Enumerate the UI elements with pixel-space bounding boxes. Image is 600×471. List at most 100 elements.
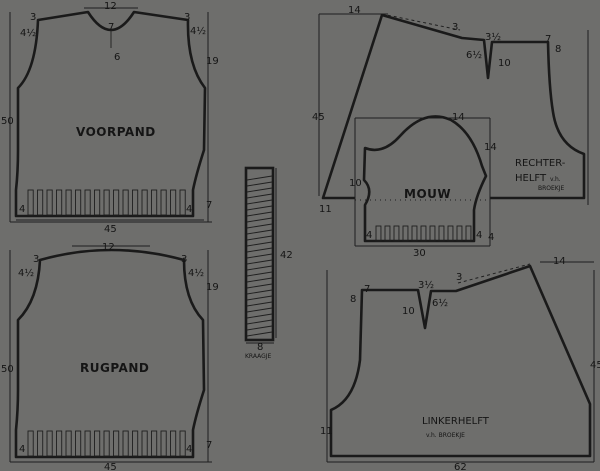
front-rib-stitch [27, 189, 34, 216]
right-half-dash-line [381, 13, 461, 31]
left-half-piece: 14 45 11 3 3½ 6½ 10 7 8 LINKERHELFT v.h.… [320, 256, 600, 471]
left-half-dart-depth: 10 [402, 306, 415, 317]
sleeve-dimension-frame [354, 117, 491, 247]
left-half-side-label: 45 [590, 360, 600, 371]
collar-hatch-line [246, 283, 273, 289]
collar-width-label: 8 [257, 342, 263, 353]
collar-hatch-line [246, 253, 273, 259]
left-half-dart-a: 3 [456, 272, 462, 283]
right-half-dart-depth: 10 [498, 58, 511, 69]
sleeve-rib-stitch [456, 225, 463, 242]
collar-outline [244, 166, 275, 342]
right-half-dart-c: 6½ [466, 49, 482, 61]
right-half-title-line1: RECHTER- [515, 158, 566, 169]
sleeve-title: MOUW [404, 187, 451, 201]
back-piece: 12 3 4½ 3 4½ 19 50 RUGPAND 4 4 7 45 [1, 242, 219, 471]
back-shoulder-drop-left: 3 [33, 254, 39, 265]
left-half-subtitle: v.h. BROEKJE [426, 432, 465, 439]
collar-hatch-line [246, 265, 273, 271]
sleeve-rib-height: 4 [488, 232, 494, 243]
back-ribbing [27, 430, 186, 457]
back-rib-stitch [37, 430, 44, 457]
sleeve-rib-stitch [438, 225, 445, 242]
back-neck-label: 12 [102, 242, 115, 253]
back-shoulder-len-left: 4½ [18, 267, 34, 279]
right-half-dimension-lines [318, 13, 589, 205]
front-title: VOORPAND [76, 125, 156, 139]
left-half-top-label: 14 [553, 256, 566, 267]
back-outline [14, 248, 206, 459]
right-half-edge-a: 7 [545, 34, 551, 45]
front-rib-stitch [141, 189, 148, 216]
front-neck-label: 12 [104, 1, 117, 12]
front-armhole-label: 19 [206, 56, 219, 67]
back-rib-stitch [56, 430, 63, 457]
collar-hatch-line [246, 175, 273, 181]
front-neck-depth-label: 7 [108, 22, 114, 33]
collar-hatch-line [246, 181, 273, 187]
front-rib-stitch [56, 189, 63, 216]
front-slit-label: 6 [114, 52, 120, 63]
collar-piece: 42 8 KRAAGJE [244, 166, 293, 360]
back-dimension-lines [9, 250, 212, 463]
left-half-edge-a: 7 [364, 284, 370, 295]
sleeve-cap-top-label: 14 [452, 112, 465, 123]
collar-hatch-line [246, 325, 273, 331]
back-rib-stitch [179, 430, 186, 457]
right-half-dart-b: 3½ [485, 31, 501, 43]
collar-hatch-line [246, 241, 273, 247]
sleeve-rib-stitch [447, 225, 454, 242]
back-rib-stitch [151, 430, 158, 457]
back-width-label: 45 [104, 462, 117, 471]
sleeve-rib-left: 4 [366, 230, 372, 241]
sleeve-rib-stitch [429, 225, 436, 242]
collar-hatch-line [246, 331, 273, 337]
left-half-width-label: 62 [454, 462, 467, 471]
front-rib-stitch [179, 189, 186, 216]
back-rib-stitch [141, 430, 148, 457]
front-shoulder-len-left: 4½ [20, 27, 36, 39]
back-rib-stitch [27, 430, 34, 457]
right-half-title-line2: HELFT [515, 173, 547, 184]
front-rib-stitch [113, 189, 120, 216]
front-rib-height: 7 [206, 200, 212, 211]
collar-hatch-line [246, 229, 273, 235]
front-rib-left: 4 [19, 204, 25, 215]
sleeve-outline [362, 115, 488, 243]
sleeve-rib-stitch [393, 225, 400, 242]
collar-hatch-line [246, 235, 273, 241]
front-rib-stitch [160, 189, 167, 216]
collar-length-label: 42 [280, 250, 293, 261]
collar-hatch-line [246, 223, 273, 229]
back-rib-stitch [170, 430, 177, 457]
sleeve-width-label: 30 [413, 248, 426, 259]
left-half-dart-b: 3½ [418, 279, 434, 291]
back-shoulder-drop-right: 3 [181, 254, 187, 265]
back-rib-stitch [84, 430, 91, 457]
front-shoulder-drop-right: 3 [184, 12, 190, 23]
right-half-edge-b: 8 [555, 44, 561, 55]
front-ribbing [27, 189, 186, 216]
back-rib-stitch [46, 430, 53, 457]
sleeve-rib-stitch [375, 225, 382, 242]
right-half-piece: 14 45 11 3 3½ 6½ 10 7 8 RECHTER- HELFT v… [312, 5, 589, 215]
front-rib-stitch [84, 189, 91, 216]
front-rib-stitch [75, 189, 82, 216]
collar-hatch-line [246, 187, 273, 193]
sleeve-backdrop [355, 118, 490, 246]
left-half-leg-label: 11 [320, 426, 333, 437]
front-rib-stitch [122, 189, 129, 216]
back-rib-stitch [160, 430, 167, 457]
sleeve-rib-stitch [465, 225, 472, 242]
front-shoulder-drop-left: 3 [30, 12, 36, 23]
back-rib-stitch [103, 430, 110, 457]
front-rib-stitch [103, 189, 110, 216]
left-half-dart-c: 6½ [432, 297, 448, 309]
collar-hatch-line [246, 247, 273, 253]
sleeve-rib-stitch [411, 225, 418, 242]
collar-hatch-line [246, 295, 273, 301]
sleeve-cap-height-label: 14 [484, 142, 497, 153]
front-rib-right: 4 [186, 204, 192, 215]
collar-hatch-line [246, 301, 273, 307]
